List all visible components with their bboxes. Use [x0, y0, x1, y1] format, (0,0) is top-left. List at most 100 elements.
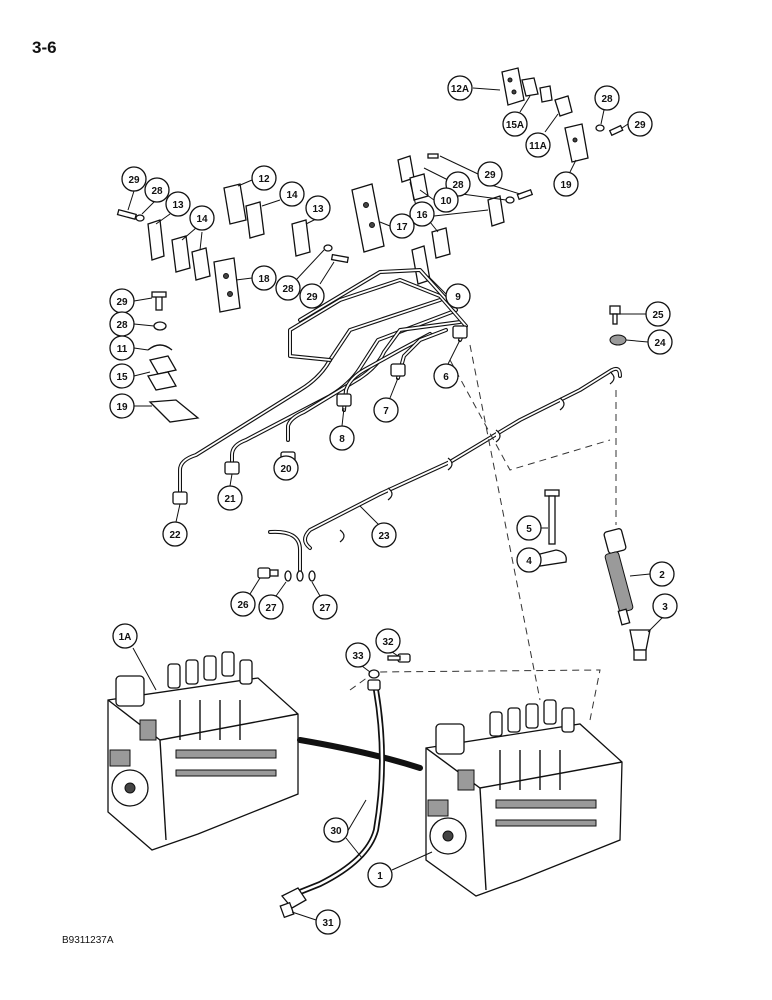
callout-28-tr: 28 [594, 85, 620, 125]
svg-text:5: 5 [526, 524, 532, 535]
callout-12a: 12A [447, 75, 501, 101]
svg-text:29: 29 [484, 170, 496, 181]
callout-30: 30 [323, 799, 367, 859]
clamp-14-right-part [245, 201, 265, 239]
fitting-26-part [257, 567, 279, 579]
callout-7: 7 [373, 377, 399, 423]
callout-28-ml: 28 [141, 177, 170, 215]
callout-28-l: 28 [109, 311, 155, 337]
svg-text:32: 32 [382, 637, 394, 648]
svg-text:31: 31 [322, 918, 334, 929]
svg-text:21: 21 [224, 494, 236, 505]
callout-27-l: 27 [258, 581, 287, 620]
bracket-12a-part [501, 67, 525, 106]
svg-text:25: 25 [652, 310, 664, 321]
leak-off-line-23-part [268, 366, 622, 572]
transfer-line [297, 737, 423, 771]
callout-11: 11 [109, 335, 149, 361]
fitting-31-part [279, 887, 307, 919]
svg-text:13: 13 [172, 200, 184, 211]
bolt-5-part [544, 489, 560, 545]
svg-text:11: 11 [117, 344, 128, 355]
bolt-29-column-part [151, 291, 167, 311]
callout-15a: 15A [502, 95, 531, 137]
washer-27-part [284, 570, 316, 582]
bolt-32-part [387, 653, 411, 663]
callout-1: 1 [367, 851, 433, 888]
callout-19-tr: 19 [553, 159, 579, 197]
figure-code: B9311237A [62, 935, 114, 946]
svg-text:14: 14 [286, 190, 298, 201]
callout-11a: 11A [525, 113, 559, 158]
washer-28-upper-part [595, 124, 605, 132]
svg-text:24: 24 [654, 338, 666, 349]
svg-text:22: 22 [169, 530, 181, 541]
clamp-16-part [397, 155, 505, 259]
svg-text:28: 28 [282, 284, 294, 295]
callout-29-mr: 29 [439, 155, 521, 195]
svg-text:28: 28 [452, 180, 464, 191]
nozzle-3-part [629, 629, 651, 661]
svg-text:15: 15 [116, 372, 128, 383]
callout-4: 4 [516, 547, 542, 573]
svg-text:28: 28 [116, 320, 128, 331]
svg-text:16: 16 [416, 210, 428, 221]
injection-pump-1a-part [107, 651, 299, 851]
callout-32: 32 [375, 628, 401, 657]
bolt-29-left-part [116, 208, 138, 221]
callout-3: 3 [647, 593, 678, 633]
washer-28-middle-part [505, 196, 515, 204]
svg-text:2: 2 [659, 570, 665, 581]
washer-28-column-part [153, 321, 167, 331]
svg-text:17: 17 [396, 222, 408, 233]
clamp-13-right-part [291, 219, 311, 257]
callout-23: 23 [359, 505, 397, 548]
svg-text:19: 19 [116, 402, 128, 413]
svg-text:33: 33 [352, 651, 364, 662]
bolt-29-middle-part [427, 153, 534, 201]
svg-text:28: 28 [151, 186, 163, 197]
callout-29-c: 29 [299, 261, 335, 309]
svg-text:29: 29 [306, 292, 318, 303]
callout-18: 18 [235, 265, 277, 291]
callout-10: 10 [419, 187, 459, 213]
svg-text:29: 29 [116, 297, 128, 308]
callout-13-r: 13 [305, 195, 331, 225]
callout-13-l: 13 [155, 191, 191, 225]
callout-29-l: 29 [109, 288, 153, 314]
callout-2: 2 [629, 561, 675, 587]
callout-19-l: 19 [109, 393, 152, 419]
callout-20: 20 [273, 455, 299, 481]
callout-31: 31 [291, 909, 341, 935]
washer-28-left-part [135, 214, 145, 222]
callout-21: 21 [217, 473, 243, 511]
svg-text:19: 19 [560, 180, 572, 191]
svg-text:4: 4 [526, 556, 532, 567]
bracket-19-lower-part [148, 399, 200, 423]
svg-text:14: 14 [196, 214, 208, 225]
bolt-29-center-part [330, 253, 349, 264]
svg-text:9: 9 [455, 292, 461, 303]
bracket-17-part [351, 183, 385, 253]
svg-text:26: 26 [237, 600, 249, 611]
callout-28-c: 28 [275, 249, 325, 301]
clamp-15a-part [521, 77, 553, 103]
callout-6: 6 [433, 339, 461, 389]
clamp-15-part [146, 355, 178, 391]
svg-text:20: 20 [280, 464, 292, 475]
svg-text:6: 6 [443, 372, 449, 383]
svg-text:23: 23 [378, 531, 390, 542]
clamp-11a-part [554, 95, 573, 117]
page-number: 3-6 [32, 38, 57, 57]
svg-text:12: 12 [258, 174, 270, 185]
bolt-29-upper-part [608, 124, 624, 137]
banjo-24-part [609, 334, 627, 346]
svg-text:18: 18 [258, 274, 270, 285]
injector-2-part [603, 528, 634, 626]
svg-text:27: 27 [319, 603, 331, 614]
svg-text:10: 10 [440, 196, 452, 207]
callout-25: 25 [620, 301, 671, 327]
svg-text:29: 29 [634, 120, 646, 131]
injection-pump-1-part [425, 699, 623, 897]
